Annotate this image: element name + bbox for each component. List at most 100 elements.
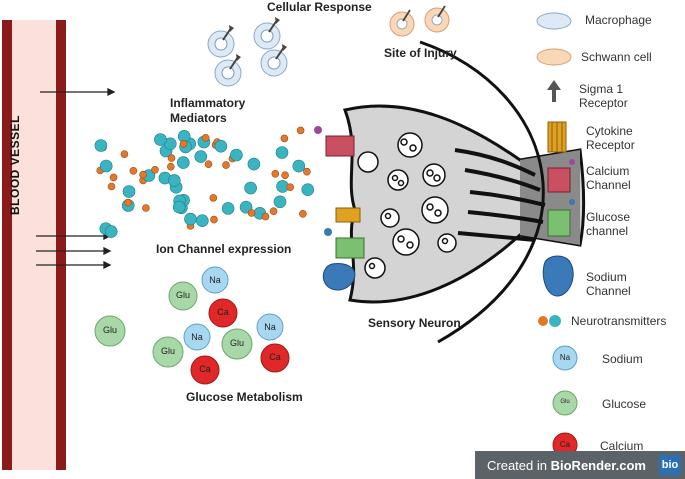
ion-dot-orange [151,166,159,174]
inflammatory-mediators-label: Inflammatory Mediators [170,96,245,126]
badge-text: Created in BioRender.com [475,458,646,473]
ion-dot-teal [172,200,186,214]
sodium-channel-icon [542,255,574,297]
ion-dot-teal [214,139,228,153]
glucose-metabolism-molecules [94,266,290,385]
ion-dot-orange [209,194,218,202]
ion-dot-orange [109,173,118,182]
ion-dot-orange [124,198,132,207]
ion-dot-teal [292,159,306,173]
ion-dot-orange [120,150,129,158]
legend-sigma1-receptor: Sigma 1 Receptor [579,82,628,110]
blood-vessel-label: BLOOD VESSEL [8,114,22,215]
na-molecule [256,313,284,341]
ion-dot-teal [104,225,118,238]
ion-dot-orange [167,162,175,171]
ion-dot-orange [201,134,210,142]
ion-dot-orange [281,171,289,179]
ion-dot-teal [122,185,136,198]
ca-molecule [208,298,238,328]
ion-dot-orange [107,182,116,191]
ion-dot-teal [184,212,197,226]
biorender-badge[interactable]: Created in BioRender.com bio [475,451,685,479]
legend-calcium: Calcium [600,439,644,453]
ion-dot-teal [221,202,235,215]
glu-label: Glu [229,338,244,348]
bio-logo-icon: bio [659,455,681,475]
ca-label: Ca [217,307,229,317]
ion-dot-orange [142,204,150,212]
legend-na-label: Na [559,353,571,362]
legend-cytokine-line1: Cytokine [586,124,633,138]
ion-dot-orange [280,134,289,143]
legend-glucose-channel-line2: channel [586,224,629,238]
legend-glu-label: Glu [560,399,570,405]
sigma1-receptor-icon [547,80,561,102]
glu-molecule [168,281,198,311]
ion-dot-teal [168,174,181,187]
legend-sodium: Sodium [602,352,643,366]
ion-dot-orange [179,140,188,148]
ion-dot-teal [230,148,243,162]
cellular-response-label: Cellular Response [267,0,372,14]
ion-dot-teal [247,157,261,171]
glu-label: Glu [102,325,117,335]
ion-channel-expression-label: Ion Channel expression [156,242,292,256]
neurotransmitters-icon [538,315,561,327]
ion-dots [94,126,315,238]
ion-dot-teal [301,183,315,196]
legend-calcium-channel-line2: Channel [586,178,631,192]
ion-dot-teal [273,195,287,209]
na-label: Na [209,275,221,285]
ca-label: Ca [199,364,211,374]
sensory-neuron-label: Sensory Neuron [368,316,461,330]
legend-neurotransmitters: Neurotransmitters [571,314,667,328]
sodium-icon [552,345,578,371]
na-label: Na [191,332,203,342]
ca-molecule [190,355,220,385]
ion-dot-orange [222,161,230,169]
ion-dot-teal [94,139,108,152]
legend-glucose-channel: Glucose channel [586,210,630,238]
glucose-metabolism-label: Glucose Metabolism [186,390,303,404]
glucose-icon [552,390,578,416]
na-molecule [201,266,229,294]
legend-glucose: Glucose [602,397,647,411]
ion-dot-orange [204,160,213,168]
inflammatory-mediators-line2: Mediators [170,111,227,125]
legend-glucose-channel-line1: Glucose [586,210,631,224]
schwann-cells-injury [389,5,450,37]
ion-dot-teal [194,150,208,163]
glu-molecule [94,315,126,347]
na-molecule [183,323,211,351]
glu-label: Glu [175,290,190,300]
badge-created-in: Created in [487,457,547,473]
sensory-neuron [314,40,586,344]
legend-calcium-channel-line1: Calcium [586,164,630,178]
legend-sodium-channel: Sodium Channel [586,270,631,298]
legend-sigma1-line2: Receptor [579,96,628,110]
ion-dot-orange [269,207,278,215]
ion-dot-orange [299,210,307,218]
ion-dot-orange [139,170,147,179]
legend-schwann-cell: Schwann cell [581,50,652,64]
glu-molecule [221,328,253,360]
site-of-injury-label: Site of Injury [384,46,457,60]
macrophage-icon [536,12,572,30]
ca-label: Ca [269,352,281,362]
legend-ca-label: Ca [559,440,571,449]
ion-dot-teal [177,156,190,169]
blood-vessel [2,20,66,470]
na-label: Na [264,322,276,332]
ion-dot-orange [210,215,218,224]
ion-dot-orange [286,183,295,191]
ion-dot-teal [196,214,209,227]
ion-dot-orange [129,167,138,175]
ion-dot-orange [303,167,311,176]
vessel-arrows [36,87,116,270]
legend-calcium-channel: Calcium Channel [586,164,631,192]
ion-dot-orange [247,209,256,217]
ion-dot-teal [99,159,113,173]
glucose-channel-icon [547,199,575,237]
